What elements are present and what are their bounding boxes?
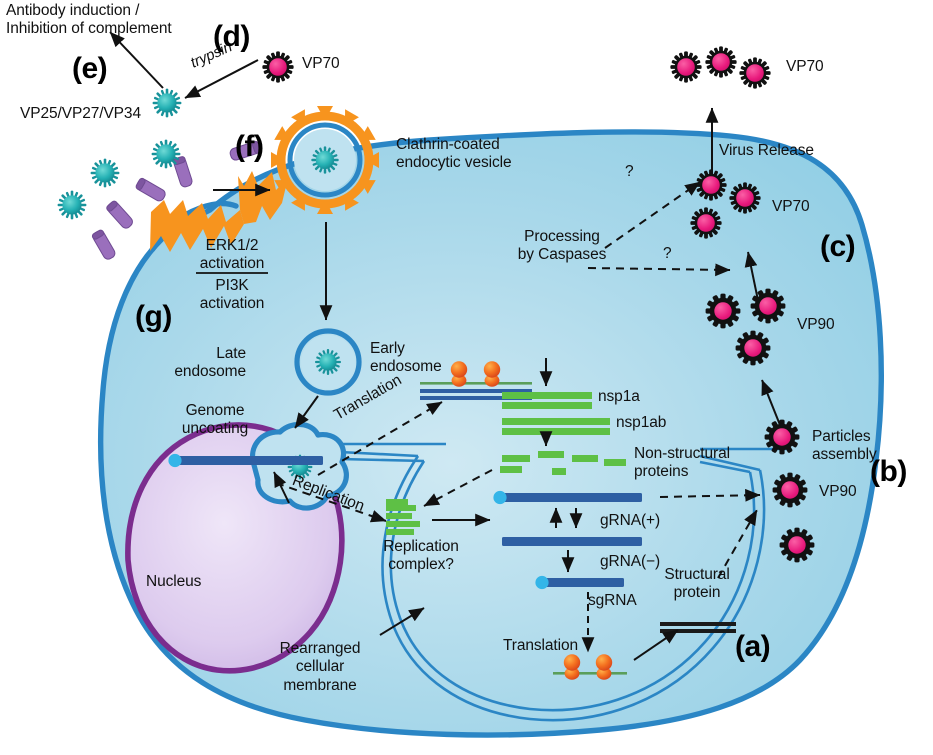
sgrna-label: sgRNA	[588, 592, 637, 609]
structural-protein-label: Structural protein	[664, 566, 730, 602]
panel-letter-b: (b)	[870, 455, 907, 488]
translation-site-top	[420, 361, 532, 400]
clathrin-vesicle-label: Clathrin-coated endocytic vesicle	[396, 136, 512, 172]
arrow-rearranged-membrane	[379, 607, 425, 636]
pi3k-activation-label: PI3K activation	[199, 277, 265, 313]
translation-site-bottom	[553, 654, 627, 680]
cell-surface-receptors	[91, 140, 261, 260]
vp90-label-upper: VP90	[797, 316, 835, 333]
rearranged-membrane-label: Rearranged cellular membrane	[279, 640, 361, 694]
particles-assembly-label: Particles assembly	[812, 428, 877, 464]
arrow-grna-to-assembly	[659, 488, 761, 502]
early-endosome-label: Early endosome	[370, 340, 442, 376]
arrow-to-structural-protein	[633, 629, 679, 661]
vp70-extracellular-label: VP70	[302, 55, 340, 72]
grna-plus-strand	[493, 490, 642, 505]
processing-by-caspases-label: Processing by Caspases	[517, 228, 607, 264]
replication-complex-label: Replication complex?	[383, 538, 459, 574]
virus-teal-1	[146, 82, 188, 124]
early-endosome-shape	[294, 328, 362, 396]
virus-release-label: Virus Release	[719, 142, 814, 159]
virus-teal-4	[51, 184, 93, 226]
grna-minus-label: gRNA(−)	[600, 553, 661, 570]
vp70-released-label: VP70	[786, 58, 824, 75]
virus-vp70-released-1	[662, 43, 710, 91]
arrow-trypsin	[184, 59, 259, 99]
arrow-early-to-late	[294, 395, 319, 429]
vp70-intracellular-label: VP70	[772, 198, 810, 215]
clathrin-coated-endocytic-vesicle	[271, 106, 379, 214]
arrow-assembly-up	[761, 379, 783, 431]
translation-label-2: Translation	[503, 637, 578, 654]
replication-complex-shape	[386, 499, 420, 535]
grna-plus-label: gRNA(+)	[600, 512, 661, 529]
genome-uncoating-label: Genome uncoating	[181, 402, 249, 438]
arrow-translation-dashed	[317, 401, 443, 476]
late-endosome-label: Late endosome	[174, 345, 246, 381]
virus-vp70-released-2	[697, 38, 745, 86]
non-structural-protein-fragments	[500, 451, 626, 475]
vp90-label-lower: VP90	[819, 483, 857, 500]
question-mark-1: ?	[625, 163, 634, 180]
uncoated-genome-rna	[168, 453, 323, 468]
panel-letter-e: (e)	[72, 52, 108, 85]
panel-letter-f: (f)	[235, 130, 264, 163]
panel-letter-d: (d)	[213, 20, 250, 53]
structural-protein-bar	[660, 622, 736, 633]
virus-vp70-extracellular	[254, 43, 302, 91]
non-structural-proteins-label: Non-structural proteins	[634, 445, 730, 481]
erk-activation-label: ERK1/2 activation	[199, 237, 265, 273]
nsp1a-label: nsp1a	[598, 388, 640, 405]
arrow-caspases-dashed-2	[587, 263, 731, 277]
arrow-caspases-dashed-1	[604, 181, 701, 249]
question-mark-2: ?	[663, 245, 672, 262]
virus-teal-3	[84, 152, 126, 194]
sgrna-strand	[535, 575, 624, 590]
virus-vp70-released-3	[731, 49, 779, 97]
nsp1ab-label: nsp1ab	[616, 414, 667, 431]
rearranged-cellular-membrane-shape	[339, 442, 790, 722]
nsp-polyprotein-bars	[502, 392, 610, 435]
arrow-replication-dashed	[275, 482, 387, 523]
panel-letter-c: (c)	[820, 230, 856, 263]
arrow-genome-uncoating	[273, 471, 290, 504]
nucleus-label: Nucleus	[146, 573, 202, 590]
arrow-antibody	[109, 31, 164, 89]
diagram-arrows	[109, 31, 783, 661]
antibody-induction-label: Antibody induction / Inhibition of compl…	[6, 2, 172, 38]
vp25-vp27-vp34-label: VP25/VP27/VP34	[20, 105, 141, 122]
panel-letter-a: (a)	[735, 630, 771, 663]
panel-letter-g: (g)	[135, 300, 172, 333]
clathrin-coated-pit	[150, 171, 288, 252]
grna-minus-strand	[502, 537, 642, 546]
